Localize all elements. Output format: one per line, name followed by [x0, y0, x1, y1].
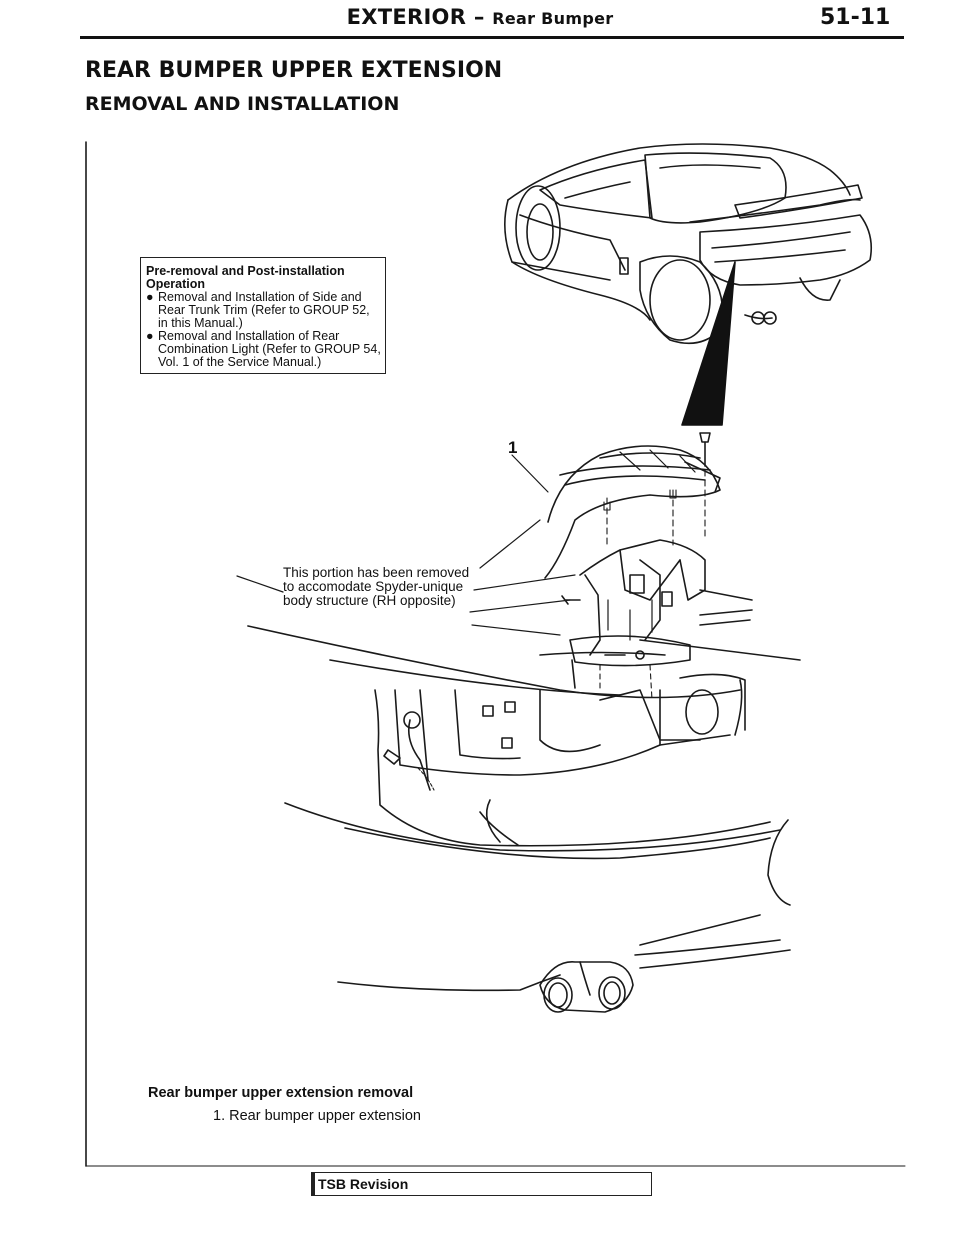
page-title: REAR BUMPER UPPER EXTENSION	[85, 58, 503, 83]
running-header: EXTERIOR – Rear Bumper	[300, 5, 660, 29]
lamp-bracket	[561, 539, 753, 701]
header-rule	[80, 36, 904, 39]
header-dash: –	[473, 5, 485, 29]
page-subtitle: REMOVAL AND INSTALLATION	[85, 93, 400, 115]
bullet-icon: ●	[146, 290, 154, 304]
part-number-label: 1	[508, 438, 518, 457]
note-item-text: Removal and Installation of Rear Combina…	[158, 329, 381, 369]
header-section: EXTERIOR	[346, 5, 467, 29]
upper-extension-part	[511, 432, 721, 579]
spyder-callout-text: This portion has been removed to accomod…	[283, 565, 470, 608]
note-item: ● Removal and Installation of Side and R…	[146, 291, 381, 330]
note-item: ● Removal and Installation of Rear Combi…	[146, 330, 381, 369]
car-drawing	[504, 143, 873, 345]
pointer-wedge	[681, 261, 736, 426]
rear-bumper-body	[247, 625, 801, 1013]
note-heading: Pre-removal and Post-installation Operat…	[146, 264, 345, 291]
bullet-icon: ●	[146, 329, 154, 343]
page-number: 51-11	[820, 5, 891, 30]
figure-caption-item: 1. Rear bumper upper extension	[213, 1108, 421, 1124]
header-subsection: Rear Bumper	[492, 9, 614, 28]
note-item-text: Removal and Installation of Side and Rea…	[158, 290, 370, 330]
tsb-revision-box: TSB Revision	[311, 1172, 652, 1196]
pre-post-operation-note: Pre-removal and Post-installation Operat…	[140, 257, 386, 374]
tsb-revision-label: TSB Revision	[318, 1176, 409, 1192]
figure-caption-title: Rear bumper upper extension removal	[148, 1085, 414, 1101]
tsb-divider	[312, 1173, 315, 1195]
